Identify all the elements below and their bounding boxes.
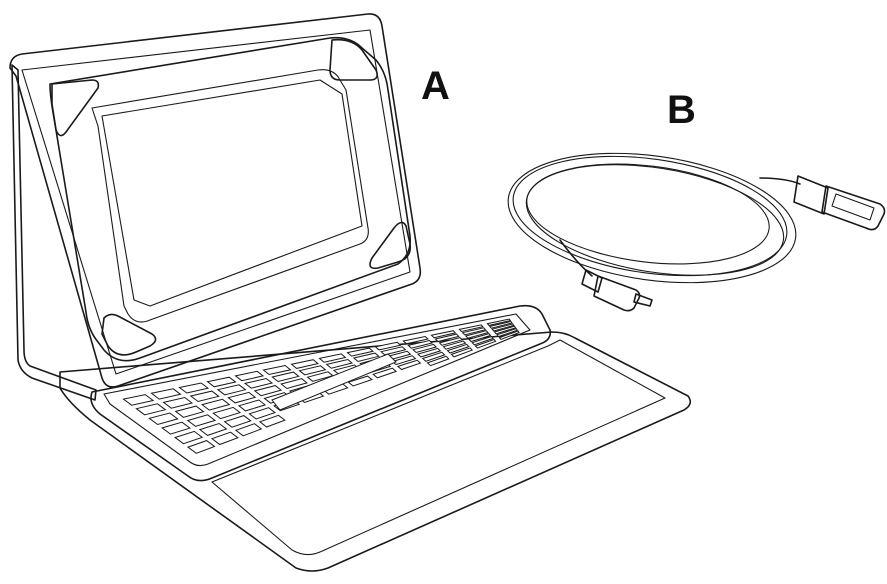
keyboard-key xyxy=(174,430,204,445)
tablet-seat-area xyxy=(101,79,363,307)
keyboard-key xyxy=(496,328,519,338)
keyboard-key xyxy=(402,335,429,345)
keyboard-key xyxy=(498,330,520,340)
screen-holder-panel xyxy=(9,13,422,388)
keyboard-key xyxy=(178,382,210,394)
keyboard-key xyxy=(234,423,263,437)
usb-a-connector xyxy=(793,175,886,231)
keyboard-key xyxy=(162,396,194,409)
keyboard-key xyxy=(434,333,460,343)
keyboard-key xyxy=(290,359,320,369)
keyboard-key xyxy=(461,327,487,336)
keyboard-key xyxy=(234,370,265,382)
folio-cover-inner-edge xyxy=(211,339,666,556)
keyboard-key xyxy=(206,376,237,388)
item-label-a: A xyxy=(421,64,450,108)
keyboard-key xyxy=(243,377,274,389)
keyboard-key xyxy=(416,347,442,358)
keyboard-key xyxy=(198,422,228,436)
keyboard-key xyxy=(227,391,257,404)
keyboard-key xyxy=(148,412,179,426)
keyboard-key xyxy=(280,378,308,390)
keyboard-key xyxy=(318,353,347,363)
keyboard-key xyxy=(446,343,470,354)
keyboard-key xyxy=(442,340,467,350)
keyboard-key xyxy=(438,337,464,346)
cable-lead-usb-a xyxy=(759,177,801,185)
keyboard-key xyxy=(491,323,515,332)
keyboard-key xyxy=(464,330,489,339)
keyboard-key xyxy=(298,365,327,376)
keyboard-key xyxy=(474,338,497,349)
cable-coil-loop-1 xyxy=(507,152,797,284)
keyboard-key xyxy=(210,431,239,446)
keyboard-key xyxy=(374,341,402,351)
keyboard-key xyxy=(391,355,417,366)
keyboard-key xyxy=(493,325,517,335)
spacebar-key xyxy=(271,353,397,411)
keyboard-key xyxy=(223,415,252,428)
folio-bottom-cover xyxy=(59,331,692,572)
keyboard-key xyxy=(212,406,242,420)
keyboard-key xyxy=(122,394,155,406)
cable-coil-loop-4 xyxy=(526,163,770,265)
keyboard-key xyxy=(200,398,231,411)
keyboard-key xyxy=(396,359,422,371)
keyboard-key xyxy=(253,385,283,397)
keyboard-key xyxy=(174,405,205,418)
keyboard-key xyxy=(430,330,457,339)
cable-coil-loop-3 xyxy=(525,164,785,276)
keyboard-key xyxy=(407,339,433,349)
keyboard-key xyxy=(426,355,450,367)
keyboard-key xyxy=(352,352,380,363)
keyboard-key xyxy=(189,390,220,403)
keyboard-key xyxy=(471,335,494,346)
keyboard-key xyxy=(372,367,398,379)
screen-holder-rim xyxy=(21,29,411,375)
keyboard-key xyxy=(150,388,182,400)
item-label-b: B xyxy=(667,88,696,132)
keyboard-key xyxy=(450,347,474,358)
keyboard-key xyxy=(421,351,446,362)
corner-holder-top-right xyxy=(329,38,378,81)
keyboard-key xyxy=(380,346,407,356)
elastic-frame-inner xyxy=(91,69,369,323)
usb-cable xyxy=(507,152,886,312)
keyboard-key xyxy=(161,421,191,435)
keyboard-key xyxy=(248,407,276,420)
keyboard-key xyxy=(186,440,216,454)
micro-usb-connector xyxy=(581,269,653,312)
cable-lead-micro-usb xyxy=(559,239,593,277)
cable-coil-loop-2 xyxy=(512,155,788,277)
keyboard-deck xyxy=(103,313,531,467)
corner-holder-bottom-left xyxy=(101,313,157,356)
keyboard-key xyxy=(347,375,373,387)
keyboard-key xyxy=(486,318,512,326)
keyboard-key xyxy=(135,403,167,416)
keyboard-key xyxy=(488,320,513,329)
corner-holder-top-left xyxy=(51,79,100,137)
elastic-frame-band xyxy=(49,36,412,362)
keyboard-key xyxy=(468,333,492,343)
keyboard-key xyxy=(346,347,374,357)
keyboard-base xyxy=(90,304,552,482)
keyboard-key xyxy=(325,358,354,369)
keyboard-key xyxy=(271,371,300,383)
corner-holder-bottom-right xyxy=(369,221,412,270)
keyboard-key xyxy=(258,414,286,428)
keyboard-key xyxy=(216,384,247,396)
keyboard-key xyxy=(412,343,438,354)
keyboard-folio-case xyxy=(9,13,692,572)
folio-stand-flap xyxy=(11,64,97,401)
keyboard-key xyxy=(186,414,217,427)
keyboard-key xyxy=(237,399,267,412)
keyboard-key xyxy=(262,364,292,376)
keyboard-key xyxy=(458,324,484,333)
